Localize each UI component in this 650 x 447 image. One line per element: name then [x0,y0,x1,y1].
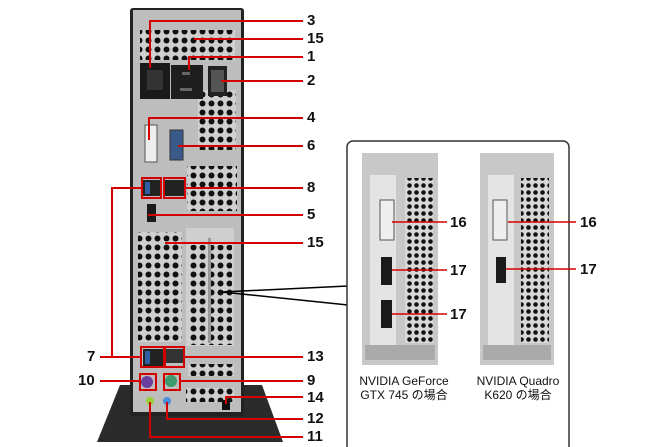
callout-6: 6 [307,137,316,154]
callout-5: 5 [307,206,316,223]
card2-caption: NVIDIA Quadro K620 の場合 [458,374,578,402]
inset-leader [221,285,349,306]
card2-caption-line1: NVIDIA Quadro [476,374,560,388]
usb-ports-8-group-a [142,180,160,196]
callout-15-mid: 15 [307,234,324,251]
card1-callout-16: 16 [450,214,467,231]
gpu-card-gtx745 [362,153,438,365]
callout-4: 4 [307,109,316,126]
callout-8: 8 [307,179,316,196]
callout-14: 14 [307,389,324,406]
line-out-jack [146,397,154,405]
ps2-keyboard-port [165,375,177,387]
dvi-port [144,124,158,163]
lan-port [166,349,183,363]
callout-10: 10 [78,372,95,389]
gpu-card-k620 [480,153,554,365]
callout-12: 12 [307,410,324,427]
callout-11: 11 [307,428,323,445]
callout-15-top: 15 [307,30,324,47]
security-slot [222,400,230,410]
card2-callout-17: 17 [580,261,597,278]
callout-7: 7 [87,348,96,365]
callout-9: 9 [307,372,316,389]
card1-caption-line2: GTX 745 の場合 [360,388,448,402]
callout-13: 13 [307,348,324,365]
ps2-mouse-port [141,376,153,388]
card1-callout-17b: 17 [450,306,467,323]
callout-lines [100,20,303,438]
displayport [147,204,156,222]
card1-caption-line1: NVIDIA GeForce [359,374,449,388]
card1-callout-17a: 17 [450,262,467,279]
card2-callout-16: 16 [580,214,597,231]
mic-jack [163,397,171,405]
callout-1: 1 [307,48,316,65]
card1-caption: NVIDIA GeForce GTX 745 の場合 [344,374,464,402]
callout-2: 2 [307,72,316,89]
card2-caption-line2: K620 の場合 [484,388,552,402]
callout-3: 3 [307,12,316,29]
ac-outlet [171,65,203,99]
